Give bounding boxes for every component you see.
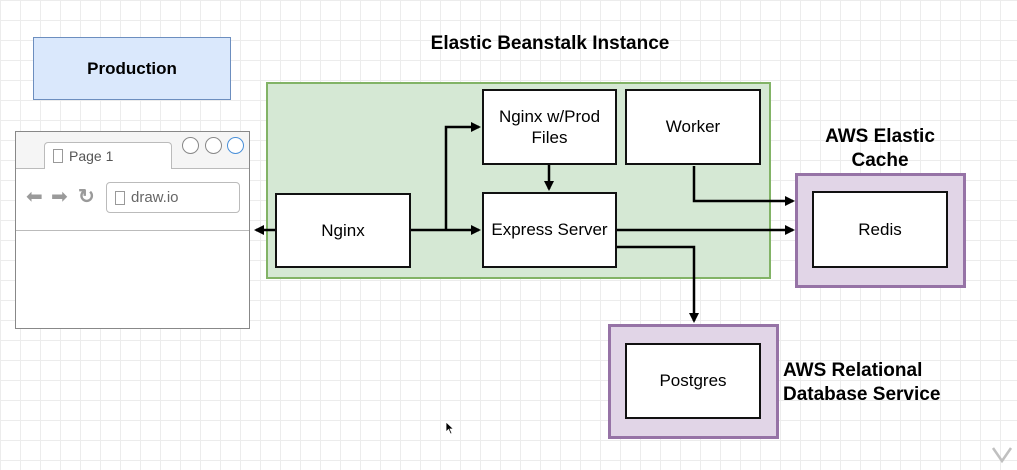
nginx-label: Nginx	[321, 220, 365, 240]
mouse-cursor-icon	[445, 421, 455, 435]
cache-title: AWS Elastic Cache	[825, 126, 935, 171]
rds-title: AWS Relational Database Service	[783, 360, 941, 405]
maximize-circle-icon[interactable]	[205, 137, 222, 154]
browser-tab-label: Page 1	[69, 148, 114, 164]
page-icon	[53, 149, 63, 163]
redis-label: Redis	[858, 219, 902, 239]
express-server-label: Express Server	[491, 220, 608, 240]
arrow-worker-to-redis	[692, 166, 795, 206]
production-label: Production	[87, 58, 177, 78]
postgres-label: Postgres	[659, 371, 727, 391]
browser-address-bar[interactable]: draw.io	[106, 182, 240, 213]
worker-label: Worker	[665, 117, 721, 137]
postgres-node: Postgres	[625, 343, 761, 419]
forward-arrow-icon[interactable]: ➡	[51, 186, 68, 208]
redis-node: Redis	[812, 191, 948, 268]
watermark-logo	[991, 446, 1013, 464]
browser-address: draw.io	[131, 189, 179, 206]
arrow-nginx-to-prod-files	[444, 122, 481, 230]
browser-mockup: Page 1 ⬅ ➡ ↻ draw.io	[15, 131, 250, 329]
back-arrow-icon[interactable]: ⬅	[26, 186, 43, 208]
nginx-prod-files-node: Nginx w/Prod Files	[482, 89, 617, 165]
nginx-prod-files-label: Nginx w/Prod Files	[498, 106, 601, 147]
browser-tab[interactable]: Page 1	[44, 142, 172, 169]
express-server-node: Express Server	[482, 192, 617, 268]
arrow-express-to-postgres	[617, 245, 699, 323]
production-label-box: Production	[33, 37, 231, 100]
nginx-node: Nginx	[275, 193, 411, 268]
eb-title: Elastic Beanstalk Instance	[430, 33, 670, 54]
page-icon	[115, 190, 125, 205]
close-circle-icon[interactable]	[227, 137, 244, 154]
browser-toolbar-divider	[16, 230, 249, 231]
browser-tab-bar: Page 1	[16, 132, 249, 169]
minimize-circle-icon[interactable]	[182, 137, 199, 154]
reload-icon[interactable]: ↻	[78, 186, 95, 208]
worker-node: Worker	[625, 89, 761, 165]
